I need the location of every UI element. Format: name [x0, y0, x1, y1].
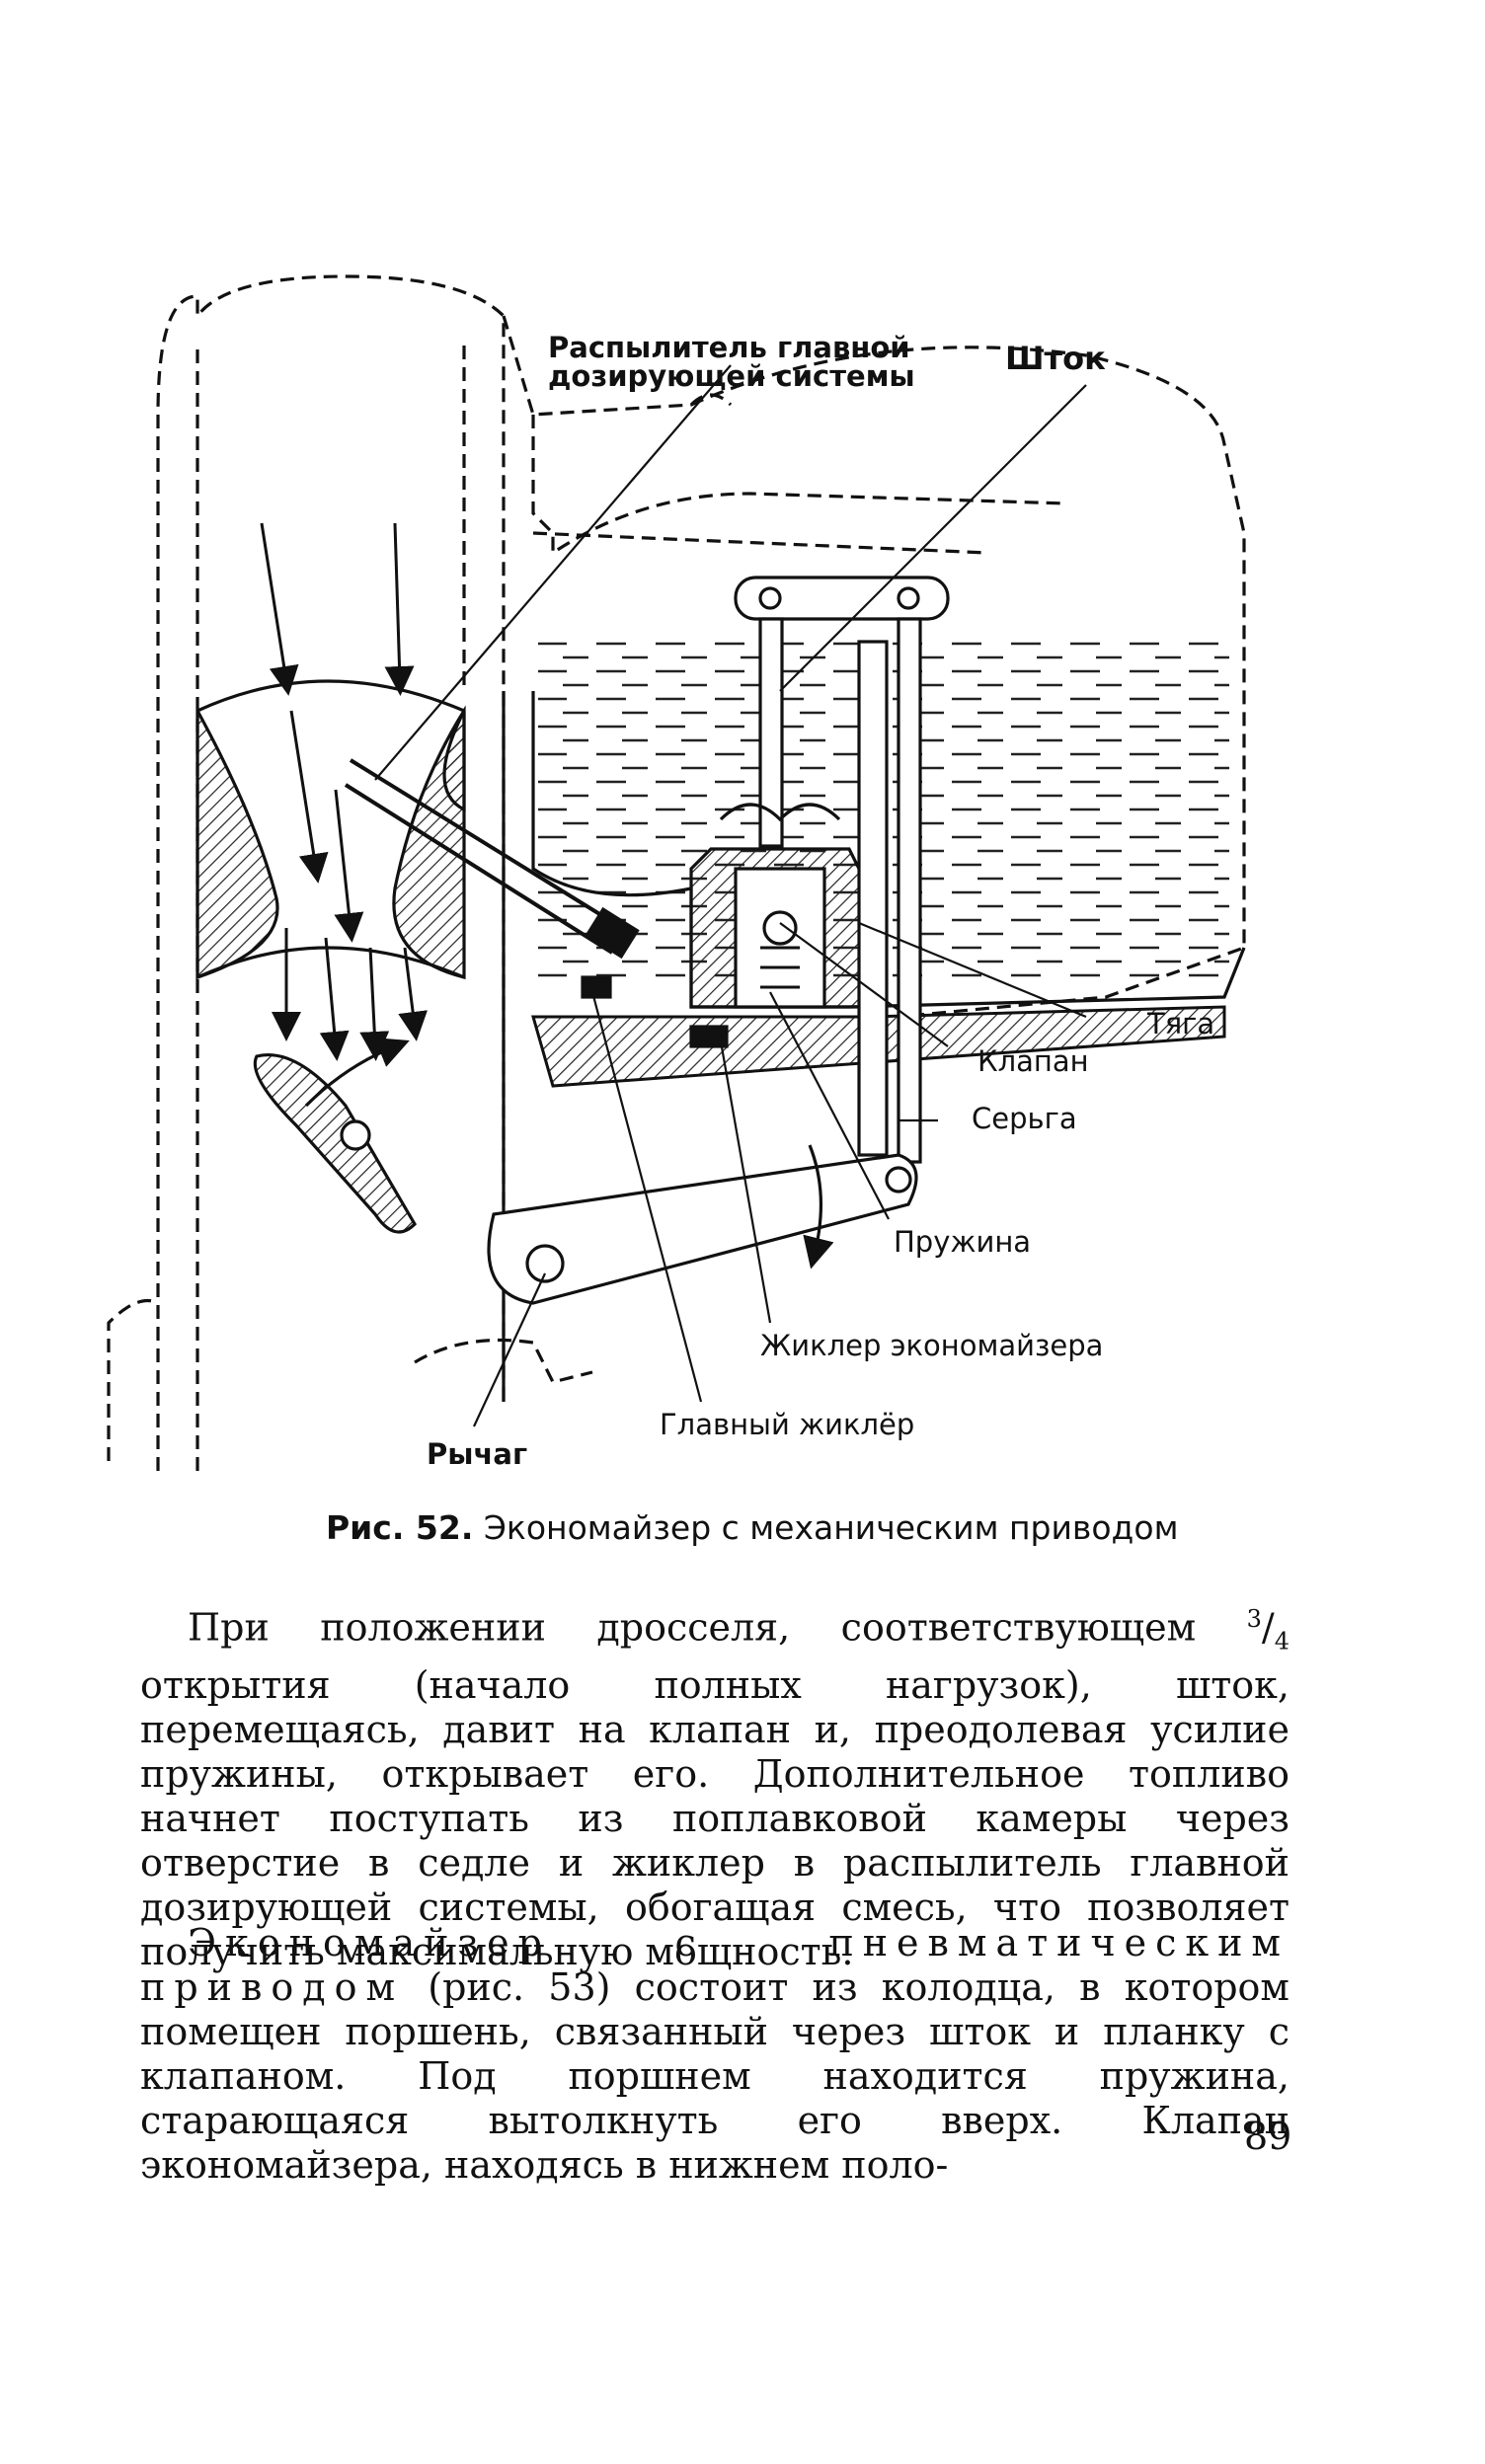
atomizer-tube	[344, 758, 640, 960]
label-valve: Клапан	[977, 1044, 1089, 1078]
fraction-denominator: 4	[1274, 1627, 1290, 1656]
lever-link	[487, 1144, 918, 1305]
economizer-diagram	[107, 274, 1246, 1471]
label-shackle: Серьга	[972, 1102, 1077, 1135]
page-number: 89	[1244, 2115, 1292, 2158]
label-spring: Пружина	[894, 1225, 1032, 1259]
caption-number: Рис. 52.	[326, 1508, 474, 1547]
rod-assembly	[719, 576, 950, 1164]
leader-lines	[374, 364, 1087, 1427]
label-econ-jet: Жиклер экономайзера	[760, 1329, 1104, 1362]
air-flow-arrows	[260, 522, 429, 1061]
throat-upper	[196, 679, 465, 713]
valve-body	[581, 847, 871, 1048]
throat-lower	[196, 946, 465, 979]
throttle-plate	[253, 1038, 418, 1234]
p1-part-a: При положении дросселя, соответствующем	[188, 1605, 1247, 1650]
label-main-jet: Главный жиклёр	[660, 1408, 915, 1441]
fraction-numerator: 3	[1246, 1605, 1262, 1633]
venturi	[195, 705, 466, 980]
paragraph-2: Экономайзер с пневматическим приводом (р…	[140, 1921, 1290, 2188]
paragraph-1: При положении дросселя, соответствующем …	[140, 1605, 1290, 1974]
p1-part-b: открытия (начало полных нагрузок), шток,…	[140, 1663, 1290, 1974]
p2-spaced-term: Экономайзер с пневматическим приводом	[140, 1921, 1290, 2009]
caption-text: Экономайзер с механическим приводом	[483, 1508, 1179, 1547]
air-intake-outline	[107, 274, 1246, 1471]
label-lever: Рычаг	[427, 1437, 528, 1471]
label-rod: Шток	[1005, 340, 1106, 377]
p2-rest: (рис. 53) состоит из колодца, в котором …	[140, 1965, 1290, 2187]
label-atomizer: Распылитель главной дозирующей системы	[548, 331, 915, 393]
label-link: Тяга	[1147, 1007, 1215, 1040]
figure-caption: Рис. 52. Экономайзер с механическим прив…	[326, 1508, 1214, 1547]
